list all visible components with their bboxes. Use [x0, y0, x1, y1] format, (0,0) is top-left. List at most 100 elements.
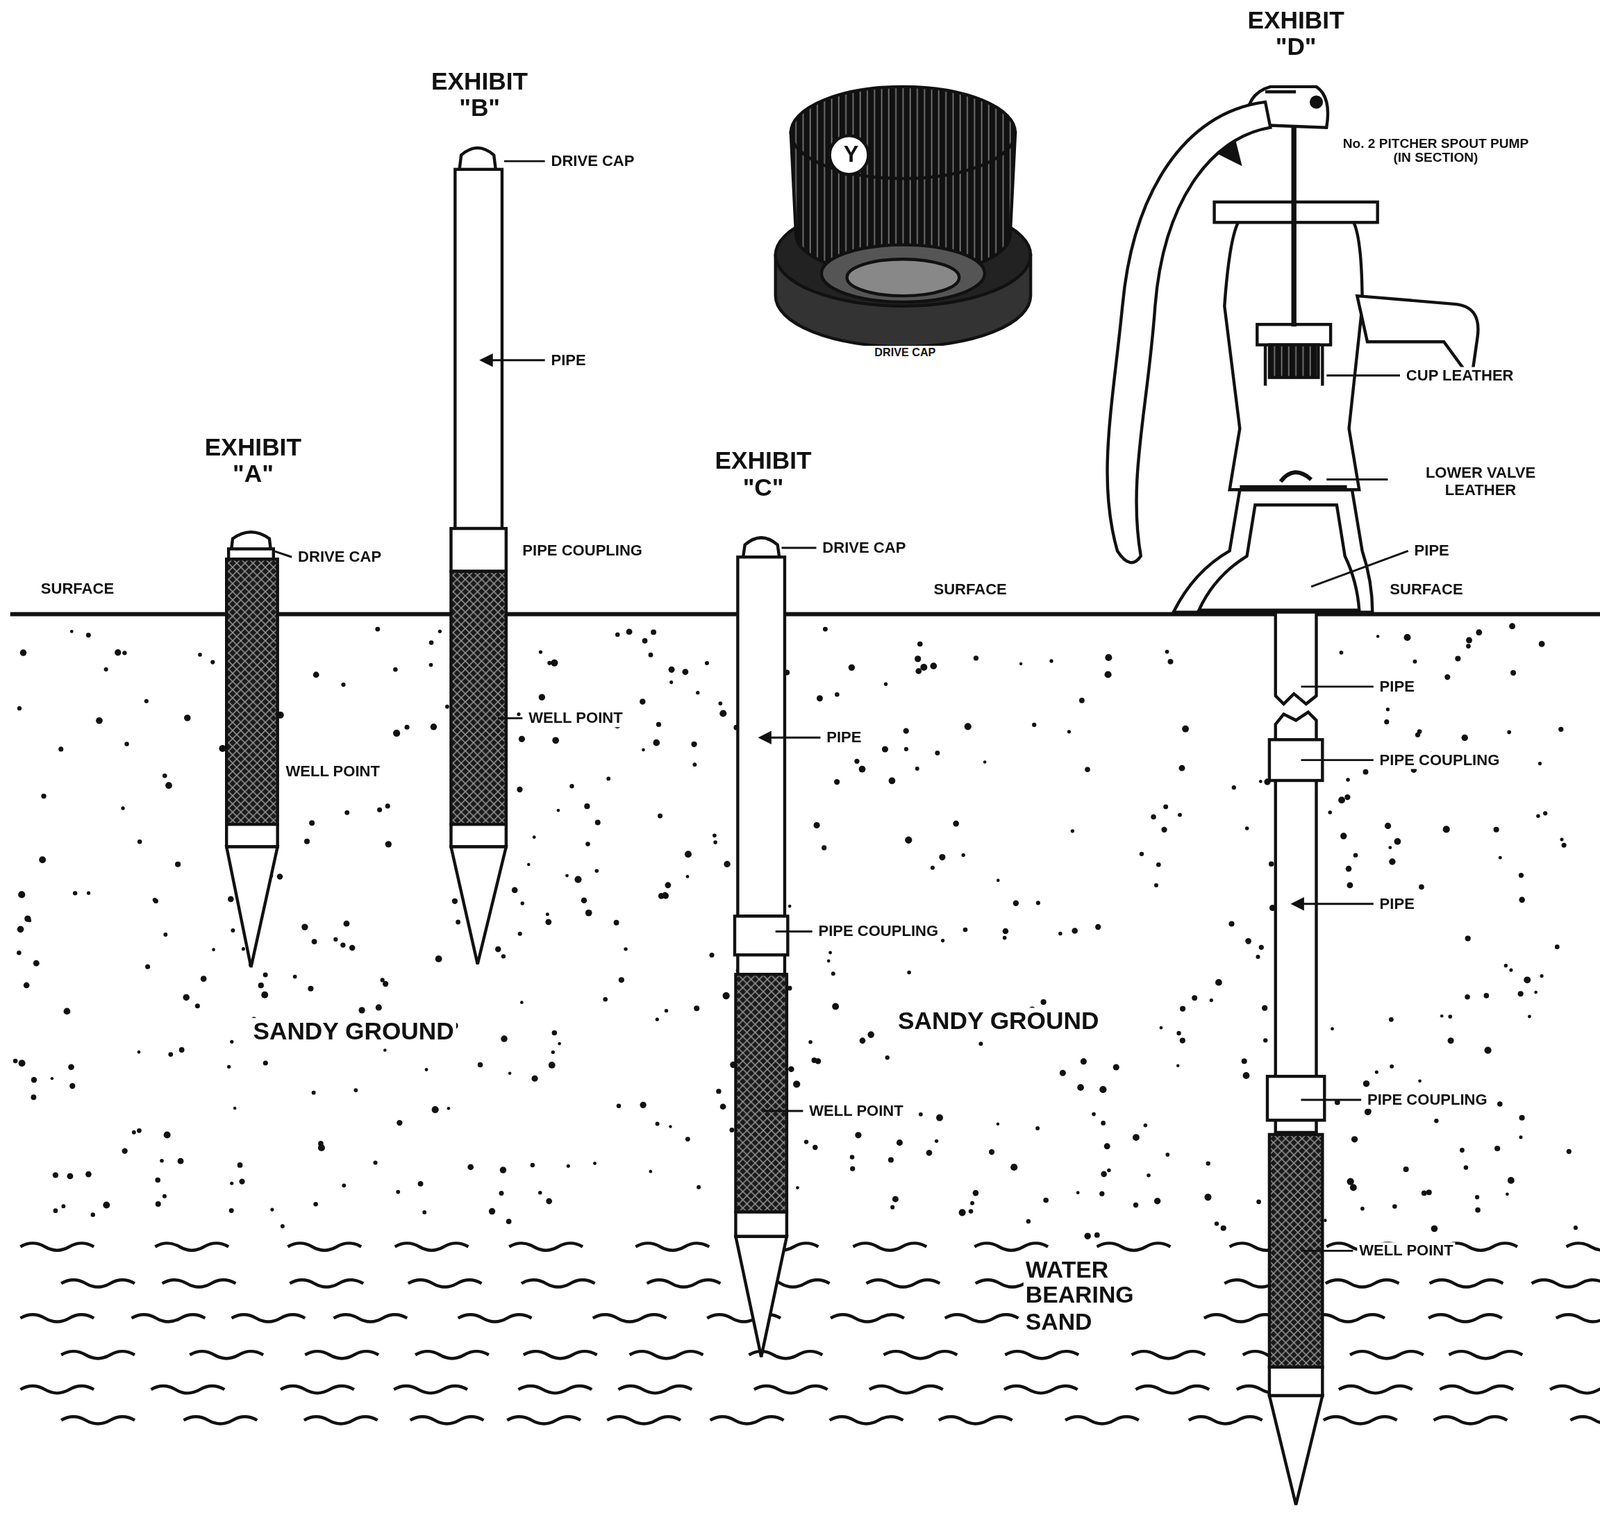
exhibit-c [734, 537, 788, 1357]
water-wave [150, 1386, 225, 1394]
sand-dot [606, 777, 611, 782]
sand-dot [1079, 697, 1085, 704]
sand-dot [1392, 1204, 1398, 1210]
sand-dot [903, 727, 910, 734]
sand-dot [229, 1181, 234, 1186]
sand-dot [552, 736, 560, 744]
sand-dot [1573, 1225, 1578, 1230]
sand-dot [550, 659, 558, 666]
sand-dot [145, 964, 150, 970]
sand-dot [1440, 1014, 1444, 1019]
sand-dot [1204, 1193, 1212, 1201]
sand-dot [1095, 924, 1101, 930]
sand-dot [720, 1103, 727, 1110]
sand-dot [1394, 838, 1402, 846]
sand-dot [1154, 883, 1159, 888]
water-wave [1550, 1386, 1600, 1394]
water-wave [1350, 1351, 1424, 1359]
water-wave [1004, 1386, 1078, 1394]
sand-dot [1076, 1190, 1080, 1195]
sand-dot [639, 1102, 646, 1109]
sand-dot [655, 1122, 660, 1127]
sand-dot [137, 1050, 141, 1055]
water-wave [830, 1314, 905, 1322]
sand-dot [593, 1161, 597, 1166]
part-label: WELL POINT [806, 1102, 905, 1120]
part-label: WELL POINT [1356, 1242, 1455, 1260]
sand-dot [834, 779, 840, 785]
sand-dot [1084, 1232, 1091, 1239]
sand-dot [859, 765, 866, 773]
sand-dot [52, 1172, 59, 1178]
sand-dot [1165, 1152, 1170, 1157]
sand-dot [1091, 1112, 1096, 1117]
sand-dot [885, 1055, 890, 1060]
sand-dot [1388, 858, 1396, 865]
part-label: DRIVE CAP [549, 152, 637, 170]
sand-dot [72, 890, 78, 896]
sand-dot [963, 927, 969, 933]
sand-dot [349, 945, 356, 952]
water-wave [869, 1386, 944, 1394]
part-label: WELL POINT [283, 763, 382, 780]
logo-letter: Y [836, 143, 866, 169]
sand-dot [340, 682, 346, 687]
sand-dot [1494, 1145, 1500, 1152]
water-wave [1323, 1416, 1398, 1424]
sand-dot [548, 1061, 556, 1069]
sand-dot [1133, 1202, 1139, 1208]
water-wave [1131, 1351, 1206, 1359]
sand-dot [301, 923, 308, 930]
sand-dot [258, 982, 264, 989]
sand-dot [184, 714, 191, 722]
sand-dot [358, 1006, 365, 1014]
sand-dot [1191, 995, 1198, 1001]
sand-dot [1220, 1225, 1227, 1232]
sand-dot [1165, 650, 1170, 655]
water-wave [938, 1416, 1013, 1424]
sand-dot [1561, 843, 1567, 848]
water-wave [521, 1279, 596, 1287]
sand-dot [229, 1040, 234, 1044]
sand-dot [854, 759, 860, 764]
sand-dot [344, 810, 350, 816]
water-wave [635, 1243, 710, 1250]
sand-dot [516, 786, 523, 793]
sand-dot [1538, 761, 1542, 766]
sand-dot [1345, 777, 1350, 782]
water-wave [131, 1314, 206, 1322]
sand-dot [722, 992, 730, 1000]
sand-dot [854, 1131, 862, 1139]
sand-dot [263, 1060, 269, 1066]
sand-dot [531, 1075, 538, 1082]
sand-dot [686, 875, 690, 879]
sand-dot [1364, 1109, 1372, 1116]
sand-dot [354, 1088, 359, 1093]
sand-dot [333, 937, 338, 942]
sand-dot [1113, 1063, 1120, 1071]
water-wave [710, 1416, 785, 1424]
sand-dot [1178, 765, 1185, 772]
water-wave [754, 1386, 828, 1394]
sand-dot [1434, 1118, 1439, 1123]
sand-dot [719, 709, 727, 717]
leader-lines [273, 161, 1409, 1251]
sand-dot [545, 1198, 553, 1205]
part-label: PIPE [549, 352, 589, 369]
sand-dot [1259, 945, 1264, 950]
sand-dot [850, 1166, 855, 1172]
exhibit-title: EXHIBIT "B" [416, 68, 544, 123]
sand-dot [961, 853, 965, 857]
part-label: WELL POINT [526, 709, 625, 727]
sand-dot [1241, 1058, 1248, 1064]
sand-dot [508, 1072, 512, 1076]
sand-dot [664, 881, 671, 889]
water-wave [61, 1416, 135, 1424]
sand-dot [1543, 811, 1548, 816]
sand-dot [1099, 1191, 1105, 1197]
water-wave [629, 1351, 704, 1359]
sand-dot [1071, 927, 1078, 935]
water-wave [1188, 1416, 1263, 1424]
sand-dot [1459, 1147, 1465, 1153]
part-label: PIPE COUPLING [1377, 752, 1503, 769]
